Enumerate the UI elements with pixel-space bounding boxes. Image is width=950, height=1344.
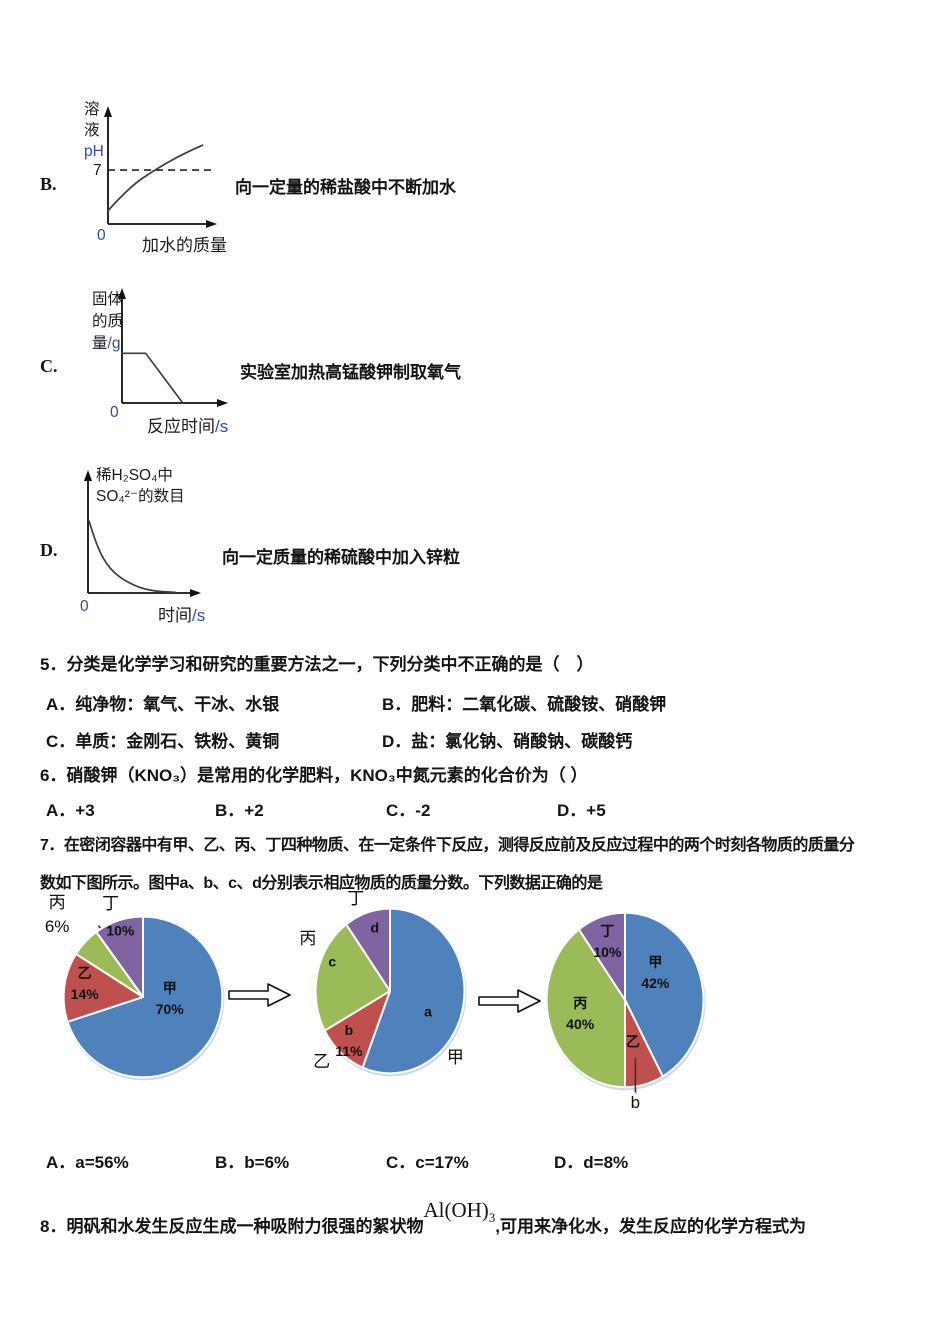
graph-b-xaxis-arrow-icon [206,220,217,228]
pie-label-丁: d [370,919,380,936]
graph-b-plot [104,106,217,228]
q5-option-a: A．纯净物：氧气、干冰、水银 [46,695,280,714]
option-d-description: 向一定质量的稀硫酸中加入锌粒 [222,548,460,567]
pie-middle-svg [314,907,466,1075]
pie-label-丙: c [328,953,337,970]
pie-label-乙: 乙 14% [70,964,99,1002]
graph-d-yaxis-arrow-icon [84,470,92,481]
pie-label-丙: 丙 6% [44,893,70,936]
pie-chart-initial: 甲 70% 乙 14% 丙 6% 丁 10% [45,893,224,1079]
q7-option-b: B．b=6% [215,1153,290,1172]
arrow-right-icon [478,989,541,1013]
graph-b-origin: 0 [97,227,106,244]
q7-stem-line2: 数如下图所示。图中a、b、c、d分别表示相应物质的质量分数。下列数据正确的是 [40,875,603,892]
graph-b-yaxis-arrow-icon [104,106,112,117]
graph-d-ylabel-l1: 稀H₂SO₄中 [96,467,173,484]
graph-b-ylabel-l2: 液 [84,122,100,139]
pie-final-svg [545,911,705,1089]
graph-b-xlabel: 加水的质量 [142,236,227,255]
q8-suffix: ,可用来净化水，发生反应的化学方程式为 [495,1217,807,1236]
pie-slice-甲 [363,909,465,1074]
pie-label-乙: 乙 [313,1052,331,1072]
q5-option-b: B．肥料：二氧化碳、硫酸铵、硝酸钾 [382,695,667,714]
pie-label-甲: 甲 42% [641,954,670,992]
q5-option-d: D．盐：氯化钠、硝酸钠、碳酸钙 [382,732,633,751]
graph-b-ylabel-l1: 溶 [84,101,100,118]
pie-label-乙: b [630,1093,641,1113]
graph-c-ylabel-l2: 的质 [92,313,124,330]
formula-al-oh-3: Al(OH)3 [423,1198,496,1226]
graph-d-xlabel-unit: /s [192,606,206,625]
q7-stem-line1: 7．在密闭容器中有甲、乙、丙、丁四种物质、在一定条件下反应，测得反应前及反应过程… [40,837,855,854]
graph-b-ylabel: 溶液 pH [84,99,104,162]
q5-stem: 5．分类是化学学习和研究的重要方法之一，下列分类中不正确的是（ ） [40,655,594,674]
pie-initial-svg [62,915,224,1079]
data-curve [107,144,204,212]
q5-option-c: C．单质：金刚石、铁粉、黄铜 [46,732,280,751]
pie-label-丙: 丙 [299,929,317,949]
q6-stem: 6．硝酸钾（KNO₃）是常用的化学肥料，KNO₃中氮元素的化合价为（ ） [40,766,588,785]
pie-chart-final: 甲 42% 乙 b 丙 40% 丁 10% [545,911,705,1112]
pie-slice-丙 [316,924,390,1030]
pie-label-甲: 甲 [446,1048,464,1068]
graph-c-xlabel: 反应时间/s [147,417,229,436]
pie-slice-丙 [547,929,625,1087]
graph-d-ylabel-l2: SO₄²⁻的数目 [96,488,185,505]
graph-d-xlabel: 时间/s [158,606,206,625]
q7-option-d: D．d=8% [554,1153,629,1172]
pie-label-丁: 丁 10% [593,923,622,961]
data-curve [88,520,177,594]
option-b-letter: B. [40,174,57,194]
q7-option-c: C．c=17% [386,1153,469,1172]
graph-d-origin: 0 [80,598,89,615]
pie-slice-甲 [625,913,703,1077]
graph-d-plot [84,470,201,597]
pie-slice-丁 [579,913,625,1000]
graph-c-yaxis-arrow-icon [118,288,126,299]
graph-d-xaxis-arrow-icon [190,589,201,597]
pie-slice-丁 [96,917,143,997]
pie-label-丙: 丙 40% [566,995,595,1033]
q6-option-a: A．+3 [46,801,95,820]
option-c-description: 实验室加热高锰酸钾制取氧气 [240,363,461,382]
pie-label-甲: 甲 70% [155,979,184,1017]
q7-option-a: A．a=56% [46,1153,129,1172]
option-c-letter: C. [40,356,58,376]
q6-option-b: B．+2 [215,801,264,820]
option-d-letter: D. [40,540,58,560]
graph-c-ylabel-l1: 固体 [92,291,124,308]
graph-c-plot [118,288,228,407]
graph-c-ylabel: 固体的质量/g [92,289,123,355]
pie-slice-丁 [346,909,390,991]
data-curve [121,352,184,404]
arrow-right-icon [228,983,291,1007]
graph-c-xlabel-unit: /s [215,417,229,436]
pie-label-丁: 丁 [102,893,120,913]
pie-label-丁: 10% [106,922,135,939]
pie-label-乙: b 11% [335,1022,363,1060]
q8-stem: 8．明矾和水发生反应生成一种吸附力很强的絮状物Al(OH)3,可用来净化水，发生… [40,1198,807,1241]
pie-label-乙: 乙 [626,1033,640,1050]
graph-c-ylabel-l3: 量 [92,335,108,352]
pie-label-甲: a [424,1003,432,1020]
graph-c-xaxis-arrow-icon [217,399,228,407]
graph-c-ylabel-unit: /g [107,335,121,352]
graph-c-origin: 0 [110,404,119,421]
q6-option-d: D．+5 [557,801,606,820]
q8-prefix: 8．明矾和水发生反应生成一种吸附力很强的絮状物 [40,1217,424,1236]
option-b-description: 向一定量的稀盐酸中不断加水 [235,178,456,197]
q6-option-c: C．-2 [386,801,431,820]
graph-b-ylabel-ph: pH [84,143,104,160]
pie-label-丁: 丁 [347,888,365,908]
pie-slice-乙 [64,954,143,1022]
pie-slice-甲 [68,917,223,1078]
graph-d-ylabel: 稀H₂SO₄中 SO₄²⁻的数目 [96,465,185,507]
graph-b-ref-7: 7 [93,162,102,179]
